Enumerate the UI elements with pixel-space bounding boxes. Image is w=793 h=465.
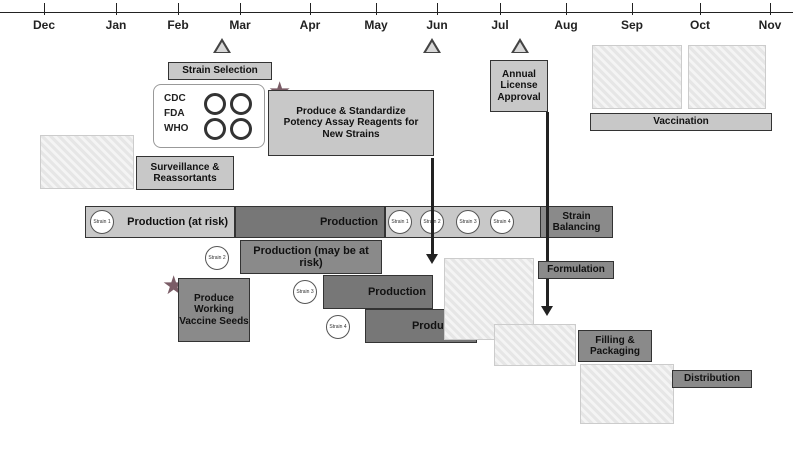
vaccination-photo (688, 45, 766, 109)
production-bar-3: Production (323, 275, 433, 309)
milestone-triangle-mar (213, 38, 231, 53)
ring-icon (230, 93, 252, 115)
strain-circle: Strain 2 (205, 246, 229, 270)
milestone-triangle-jul (511, 38, 529, 53)
timeline-tick (500, 3, 501, 15)
month-label: Jun (426, 18, 447, 32)
timeline-tick (116, 3, 117, 15)
month-label: Feb (167, 18, 188, 32)
distribution-label: Distribution (672, 370, 752, 388)
surveillance-photo (40, 135, 134, 189)
month-label: May (364, 18, 387, 32)
strain-selection-label: Strain Selection (168, 62, 272, 80)
production-main-bar: Production (235, 206, 385, 238)
annual-license-approval-box: Annual License Approval (490, 60, 548, 112)
ring-icon (204, 93, 226, 115)
timeline-tick (632, 3, 633, 15)
filling-packaging-box: Filling & Packaging (578, 330, 652, 362)
production-maybe-at-risk-bar: Production (may be at risk) (240, 240, 382, 274)
arrow-line (431, 158, 434, 254)
strain-balancing-label: Strain Balancing (540, 206, 613, 238)
strain-circle: Strain 3 (293, 280, 317, 304)
month-label: Dec (33, 18, 55, 32)
timeline-tick (566, 3, 567, 15)
strain-circle: Strain 3 (456, 210, 480, 234)
agency-who: WHO (164, 121, 188, 136)
production-main-label: Production (320, 216, 378, 228)
strain-circle: Strain 4 (490, 210, 514, 234)
agency-cdc: CDC (164, 91, 188, 106)
milestone-triangle-jun (423, 38, 441, 53)
strain-circle: Strain 1 (90, 210, 114, 234)
timeline-axis (0, 12, 793, 13)
agency-fda: FDA (164, 106, 188, 121)
timeline: Dec Jan Feb Mar Apr May Jun Jul Aug Sep Oct Nov (0, 0, 793, 40)
filling-photo (494, 324, 576, 366)
production-maybe-at-risk-label: Production (may be at risk) (241, 245, 381, 269)
timeline-tick (437, 3, 438, 15)
timeline-tick (44, 3, 45, 15)
produce-standardize-box: Produce & Standardize Potency Assay Reag… (268, 90, 434, 156)
timeline-tick (240, 3, 241, 15)
timeline-tick (310, 3, 311, 15)
strain-circle: Strain 1 (388, 210, 412, 234)
month-label: Nov (759, 18, 782, 32)
timeline-tick (770, 3, 771, 15)
production-bar-3-label: Production (368, 286, 426, 298)
month-label: Aug (554, 18, 577, 32)
month-label: Mar (229, 18, 250, 32)
production-at-risk-label: Production (at risk) (127, 216, 228, 228)
timeline-tick (376, 3, 377, 15)
surveillance-reassortants-box: Surveillance & Reassortants (136, 156, 234, 190)
produce-working-seeds-box: Produce Working Vaccine Seeds (178, 278, 250, 342)
agencies-panel: CDC FDA WHO (153, 84, 265, 148)
month-label: Sep (621, 18, 643, 32)
arrow-down-icon (541, 306, 553, 316)
timeline-tick (178, 3, 179, 15)
vaccination-photo (592, 45, 682, 109)
month-label: Oct (690, 18, 710, 32)
ring-icon (204, 118, 226, 140)
month-label: Jul (491, 18, 508, 32)
vaccination-label: Vaccination (590, 113, 772, 131)
formulation-label: Formulation (538, 261, 614, 279)
ring-icon (230, 118, 252, 140)
timeline-tick (700, 3, 701, 15)
month-label: Jan (106, 18, 127, 32)
distribution-truck-photo (580, 364, 674, 424)
month-label: Apr (300, 18, 321, 32)
strain-circle: Strain 4 (326, 315, 350, 339)
arrow-down-icon (426, 254, 438, 264)
